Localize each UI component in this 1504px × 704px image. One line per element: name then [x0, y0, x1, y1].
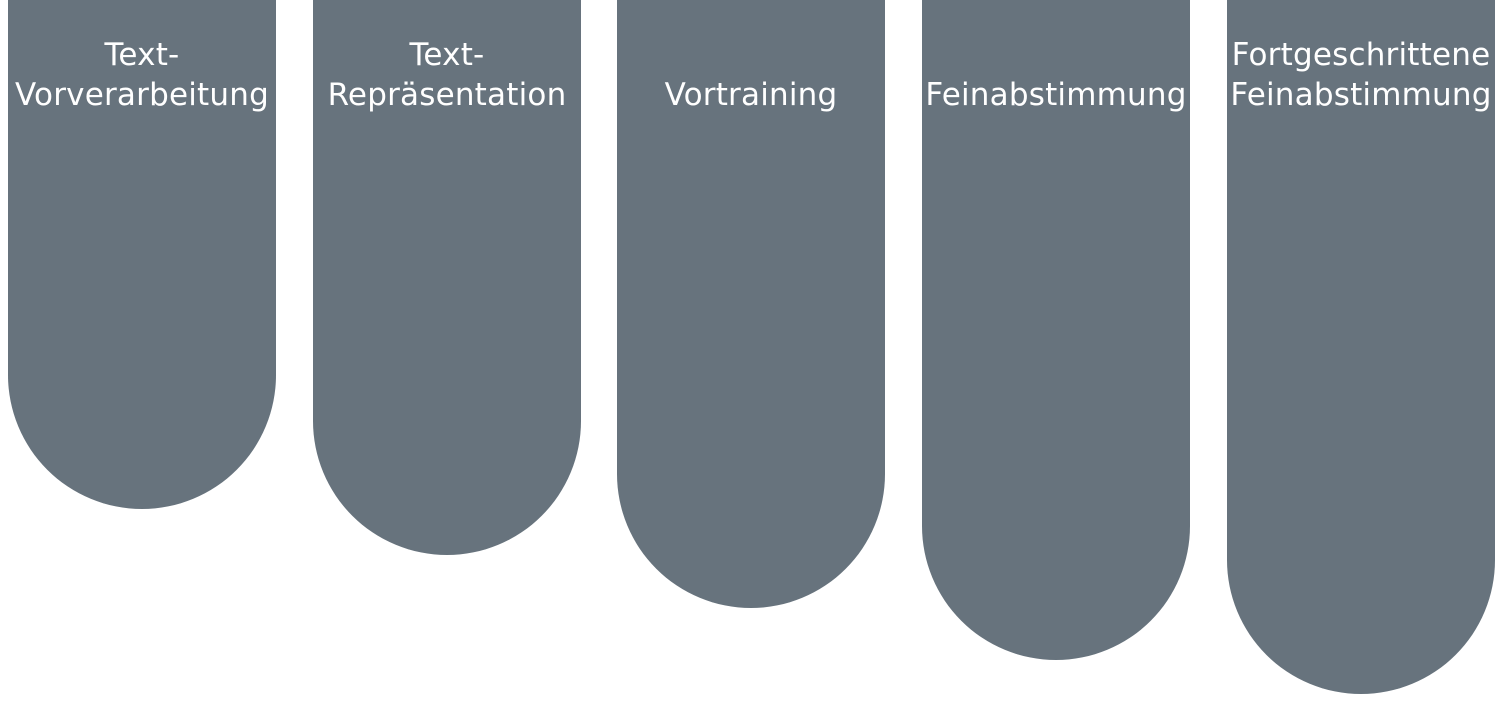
- stage-label: Fortgeschrittene Feinabstimmung: [1230, 37, 1492, 113]
- stage-label: Text- Vorverarbeitung: [15, 37, 269, 113]
- stage-pill-advanced-fine-tuning: Fortgeschrittene Feinabstimmung: [1227, 0, 1495, 694]
- stage-pill-text-preprocessing: Text- Vorverarbeitung: [8, 0, 276, 509]
- stage-pill-fine-tuning: Feinabstimmung: [922, 0, 1190, 660]
- stage-label: Text- Repräsentation: [327, 37, 567, 113]
- stage-label: Vortraining: [664, 77, 838, 113]
- stage-label: Feinabstimmung: [925, 77, 1187, 113]
- stage-pill-pretraining: Vortraining: [617, 0, 885, 608]
- stage-pill-text-representation: Text- Repräsentation: [313, 0, 581, 555]
